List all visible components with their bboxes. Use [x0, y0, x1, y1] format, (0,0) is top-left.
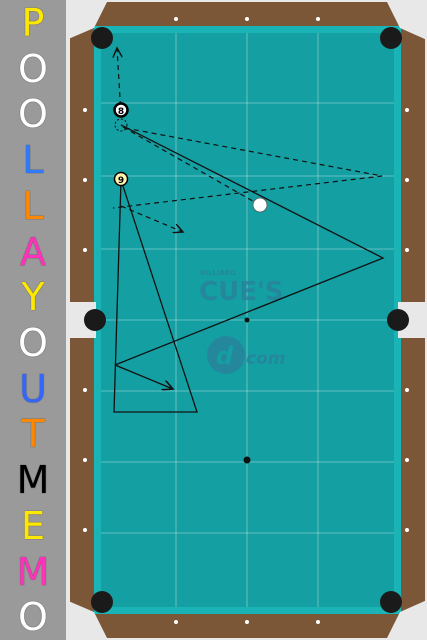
ball-9[interactable]: 9	[113, 171, 129, 187]
pocket-side-left	[84, 309, 106, 331]
title-letter: T	[21, 412, 45, 457]
center-spot	[244, 317, 250, 323]
pocket-bottom-left	[91, 591, 113, 613]
title-letter: O	[18, 46, 48, 91]
title-letter: M	[16, 458, 50, 503]
path-dashed-arrow	[120, 205, 183, 232]
title-letter: E	[20, 503, 45, 548]
ball-8-label: 8	[118, 107, 124, 117]
ball-9-label: 9	[118, 176, 124, 186]
title-letter: A	[20, 229, 46, 274]
path-9-ball-triangle	[113, 179, 198, 413]
watermark: BILLIARD CUE'S d com	[199, 269, 285, 374]
path-cue-line	[122, 126, 259, 205]
rail-diamonds	[83, 17, 409, 624]
title-letter: P	[21, 1, 45, 45]
pocket-bottom-right	[380, 591, 402, 613]
title-letter: U	[19, 366, 47, 411]
watermark-logo-letter: d	[216, 342, 234, 370]
watermark-logo-disc	[207, 336, 245, 374]
path-cue-bank	[112, 127, 383, 209]
foot-spot	[243, 456, 251, 464]
path-end-arrow	[114, 364, 173, 389]
ghost-ball	[114, 118, 128, 132]
pocket-top-left	[91, 27, 113, 49]
title-letter: M	[16, 549, 50, 594]
title-letter: L	[22, 183, 44, 228]
pocket-side-right	[387, 309, 409, 331]
title-letter: O	[18, 321, 48, 365]
pocket-caps	[66, 0, 427, 640]
title-letter: Y	[21, 275, 45, 320]
pockets	[84, 27, 409, 613]
pocket-top-right	[380, 27, 402, 49]
cue-ball[interactable]	[252, 197, 268, 213]
ball-8[interactable]: 8	[113, 102, 129, 118]
title-letter: O	[18, 92, 48, 137]
title-letter: L	[22, 138, 44, 183]
path-8-ball-solid	[114, 124, 385, 366]
watermark-small: BILLIARD	[200, 269, 236, 277]
solid-paths	[113, 124, 385, 413]
watermark-sub: com	[246, 349, 285, 369]
watermark-main: CUE'S	[199, 277, 284, 307]
title-letter: O	[18, 595, 48, 640]
